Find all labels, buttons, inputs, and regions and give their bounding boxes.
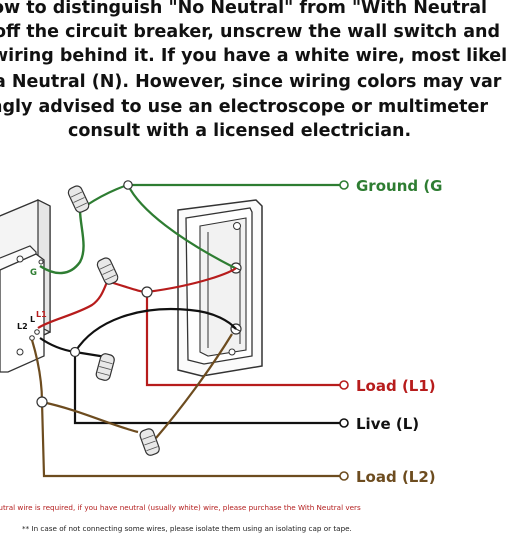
smart-switch-box: [0, 199, 51, 373]
terminal-label-l: L: [30, 315, 35, 324]
load2-label: Load (L2): [356, 468, 436, 486]
neutral-purchase-note: eutral wire is required, if you have neu…: [0, 503, 361, 512]
load1-label: Load (L1): [356, 377, 436, 395]
instruction-line-6: consult with a licensed electrician.: [68, 121, 412, 141]
wire-nut-load2-icon: [139, 428, 160, 456]
instruction-line-3: wiring behind it. If you have a white wi…: [0, 46, 507, 66]
ground-endpoint: [339, 180, 349, 190]
terminal-label-l2: L2: [17, 322, 28, 331]
splice-points: [36, 180, 153, 408]
wire-nut-live-icon: [95, 353, 115, 381]
instruction-line-5: ngly advised to use an electroscope or m…: [0, 97, 489, 117]
ground-label: Ground (G: [356, 177, 443, 195]
instruction-line-2: off the circuit breaker, unscrew the wal…: [0, 22, 501, 42]
wiring-diagram: G L1 L L2 Ground (G Load (L1) Live (L) L…: [0, 177, 443, 486]
isolation-note: ** In case of not connecting some wires,…: [22, 524, 352, 533]
live-label: Live (L): [356, 415, 419, 433]
instruction-line-4: a Neutral (N). However, since wiring col…: [0, 72, 502, 92]
live-endpoint: [339, 418, 349, 428]
terminal-label-g: G: [30, 268, 37, 278]
wire-nut-ground-icon: [67, 185, 90, 213]
wire-nut-load1-icon: [96, 257, 119, 285]
load1-endpoint: [339, 380, 349, 390]
terminal-label-l1: L1: [36, 310, 47, 319]
wall-electrical-box: [177, 199, 263, 377]
load2-endpoint: [339, 471, 349, 481]
instruction-line-1: ow to distinguish "No Neutral" from "Wit…: [0, 0, 488, 18]
